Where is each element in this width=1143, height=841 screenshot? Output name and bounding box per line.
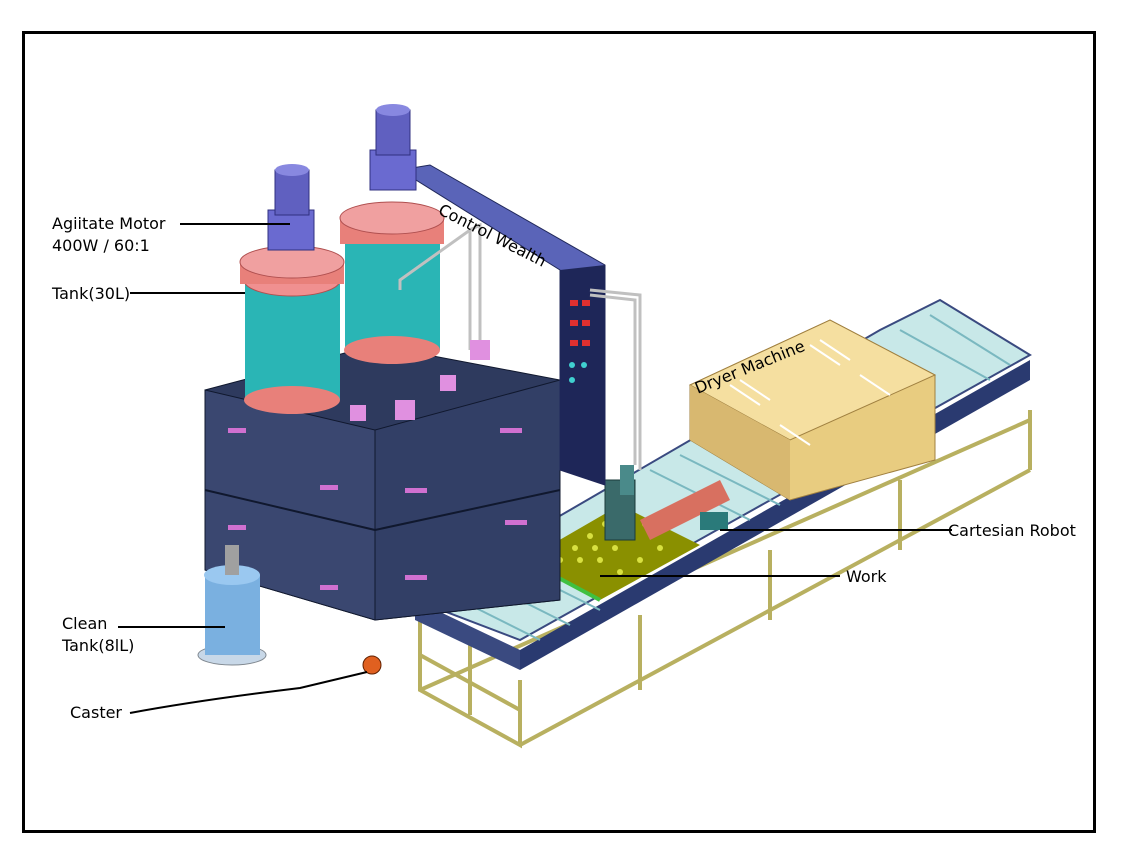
callout-lines [118,223,952,714]
caster-wheel [362,655,382,675]
agitate-motor-label: Agiitate Motor [52,214,166,233]
clean-tank-label: Clean [62,614,108,633]
valves [350,340,490,421]
agitate-motor-left [267,164,315,251]
cartesian-robot [604,465,730,541]
piping [398,222,642,470]
tank-left [239,245,345,414]
clean-tank-capacity: Tank(8lL) [62,636,135,655]
caster-label: Caster [70,703,123,722]
conveyor-frame [418,410,1032,749]
tank-label: Tank(30L) [52,284,131,303]
agitate-motor-right [369,104,417,191]
cartesian-robot-label: Cartesian Robot [948,521,1076,540]
clean-tank [197,545,267,666]
agitate-motor-spec: 400W / 60:1 [52,236,150,255]
tank-right [339,201,445,364]
work-label: Work [846,567,887,586]
control-panel [398,164,606,486]
figure-frame [22,31,1096,833]
dryer-machine [688,319,937,501]
